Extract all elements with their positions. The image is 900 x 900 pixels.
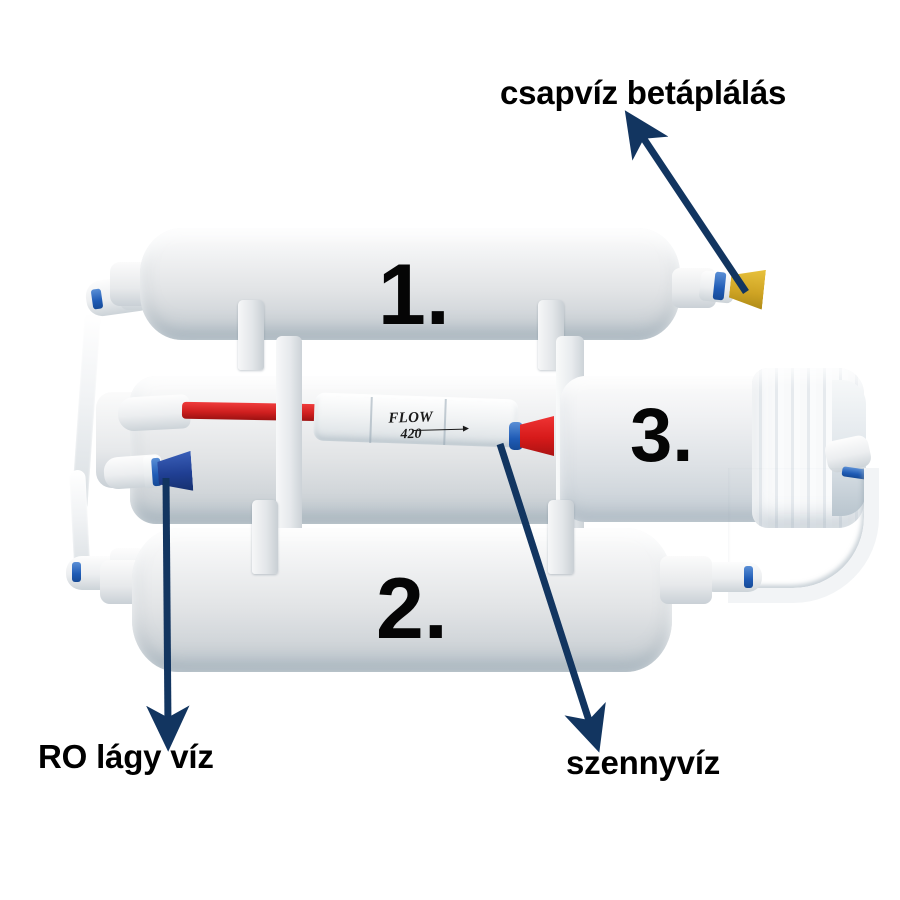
cartridge-two-clip-right (548, 500, 574, 574)
stage-one-number: 1. (378, 247, 450, 343)
waste-collar (509, 422, 523, 450)
stage-two-number: 2. (376, 561, 448, 657)
cartridge-one-body (140, 228, 680, 340)
label-waste-water: szennyvíz (566, 744, 721, 781)
left-lower-collar (72, 562, 81, 582)
cartridge-two-clip-left (252, 500, 278, 574)
cartridge-one-clip-left (238, 300, 264, 370)
arrow-down-right-icon (496, 442, 606, 753)
cartridge-two-right-cap (660, 556, 712, 604)
frame-strut-left (276, 336, 302, 542)
cartridge-two-right-collar (744, 566, 753, 588)
waste-cap-red (520, 416, 554, 456)
stage-three-number: 3. (630, 393, 694, 478)
label-inlet: csapvíz betáplálás (500, 74, 787, 111)
arrow-up-left-icon (624, 110, 749, 294)
label-ro-water: RO lágy víz (38, 738, 214, 775)
cartridge-two-body (132, 528, 672, 672)
arrow-down-icon (146, 477, 190, 752)
